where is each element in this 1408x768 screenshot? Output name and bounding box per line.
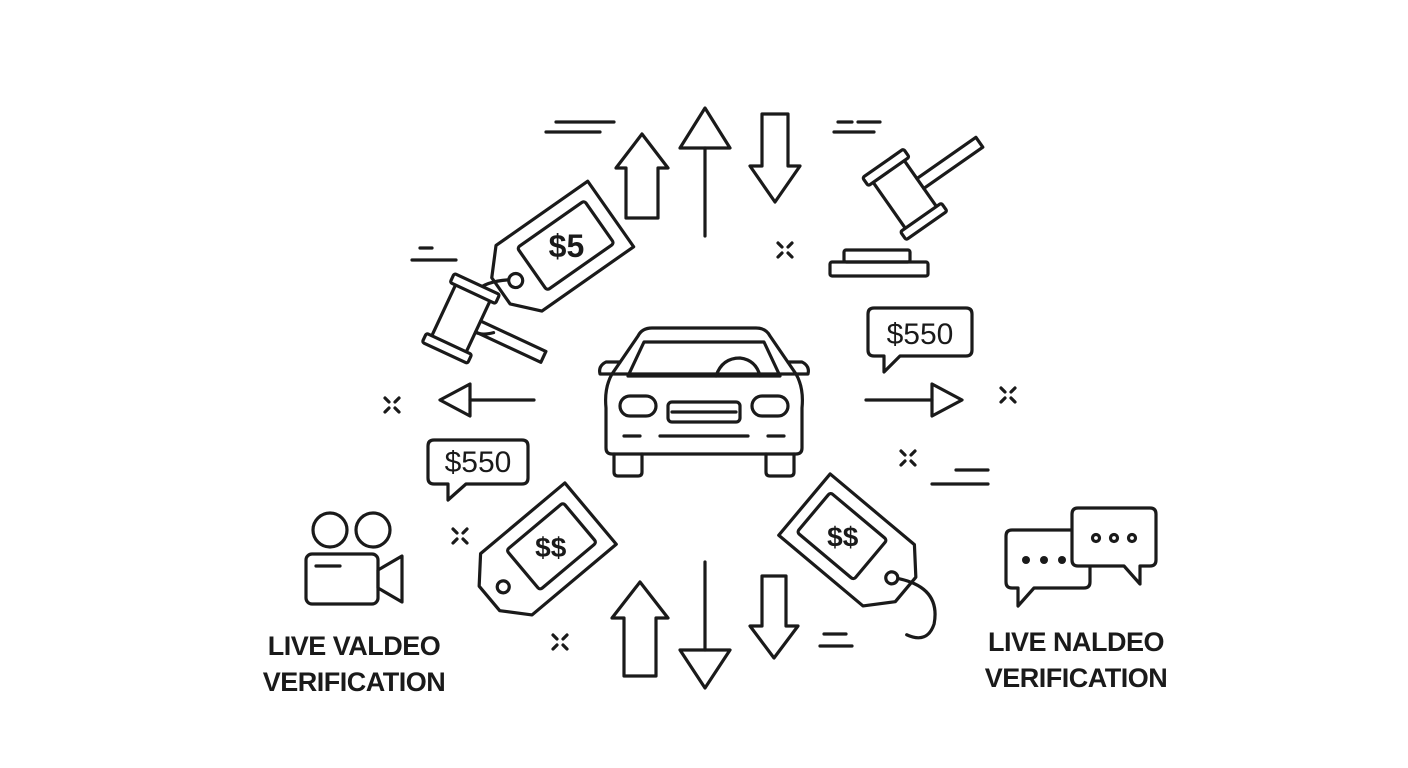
feature-caption-line: VERIFICATION <box>262 667 446 697</box>
price-tag-label: $$ <box>535 532 567 563</box>
sound-block-icon <box>828 248 930 278</box>
arrow-down-icon <box>748 112 802 204</box>
arrow-up-icon <box>614 132 670 220</box>
video-camera-icon <box>304 511 404 606</box>
chat-bubbles-icon <box>1004 506 1158 608</box>
arrow-up-icon <box>678 106 732 238</box>
arrow-up-icon <box>610 580 670 678</box>
arrow-right-icon <box>864 382 964 418</box>
gavel-icon <box>861 135 985 241</box>
arrow-left-icon <box>438 382 536 418</box>
sparkle-icons <box>383 241 1017 651</box>
feature-caption-line: VERIFICATION <box>984 663 1168 693</box>
car-icon <box>598 326 810 478</box>
feature-caption-line: LIVE NALDEO <box>987 627 1165 657</box>
feature-caption-line: LIVE VALDEO <box>267 631 441 661</box>
price-tag-icon: $$ <box>777 472 937 640</box>
speech-bubble-icon: $550 <box>426 438 530 502</box>
bid-amount-label: $550 <box>887 318 954 351</box>
feature-caption-chat: LIVE NALDEO VERIFICATION <box>956 624 1196 696</box>
bid-amount-label: $550 <box>445 446 512 479</box>
speech-bubble-icon: $550 <box>866 306 974 374</box>
arrow-down-icon <box>748 574 800 660</box>
price-tag-icon: $$ <box>477 481 618 617</box>
price-tag-label: $5 <box>549 228 585 264</box>
gavel-icon <box>421 272 548 365</box>
price-tag-label: $$ <box>827 522 859 553</box>
arrow-down-icon <box>678 560 732 690</box>
feature-caption-video: LIVE VALDEO VERIFICATION <box>234 628 474 700</box>
decorative-dashes <box>410 120 990 648</box>
